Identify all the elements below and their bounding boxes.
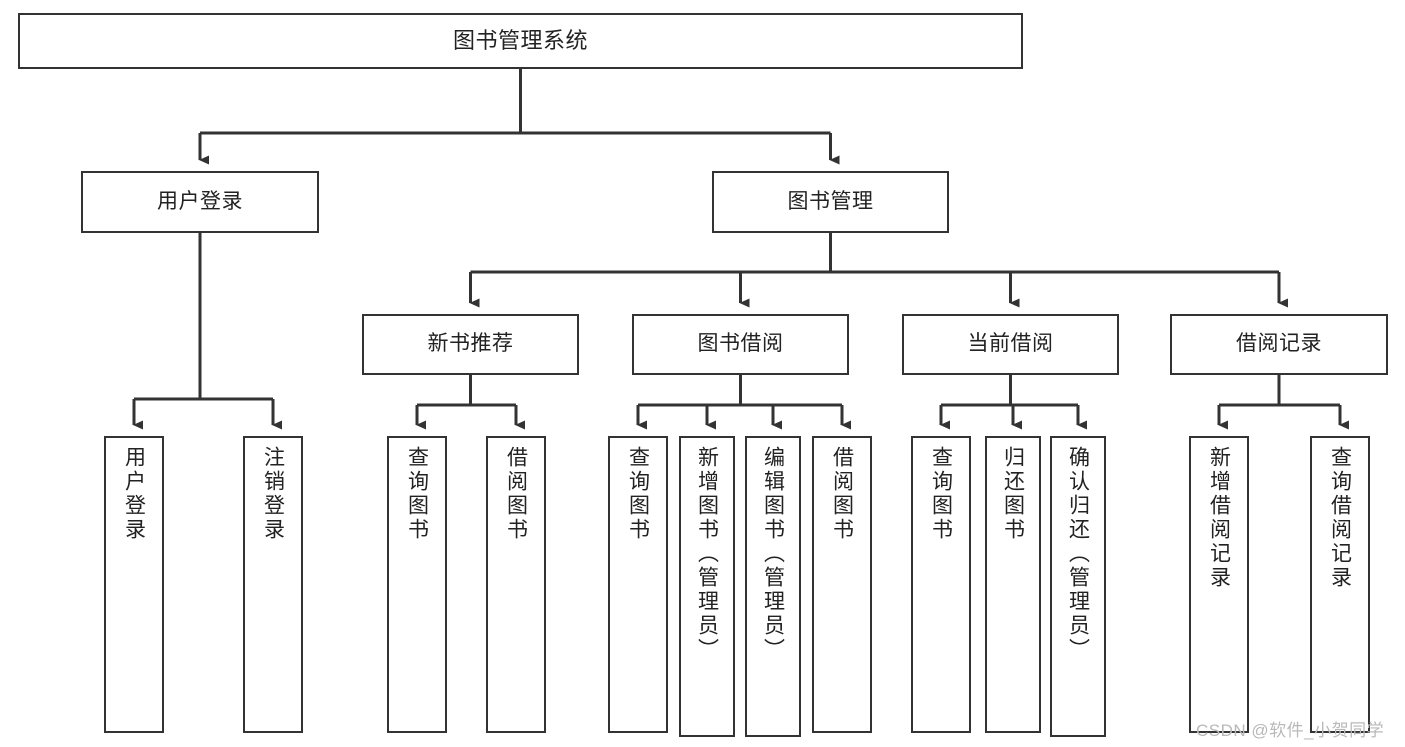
- node-leaf-0-label: 用户登录: [122, 446, 146, 542]
- node-level1-0-label: 用户登录: [157, 189, 243, 213]
- node-leaf-2-label: 查询图书: [405, 446, 429, 542]
- node-leaf-10-label: 确认归还（管理员）: [1066, 446, 1090, 662]
- node-leaf-5[interactable]: 新增图书（管理员）: [679, 436, 735, 737]
- node-level2-3-label: 借阅记录: [1236, 332, 1322, 356]
- node-leaf-1-label: 注销登录: [261, 446, 285, 542]
- node-leaf-8[interactable]: 查询图书: [911, 436, 971, 733]
- node-leaf-6-label: 编辑图书（管理员）: [761, 446, 785, 662]
- node-leaf-2[interactable]: 查询图书: [387, 436, 447, 733]
- csdn-watermark: CSDN @软件_小贺同学: [1196, 721, 1385, 740]
- node-leaf-4[interactable]: 查询图书: [608, 436, 668, 733]
- node-level1-0[interactable]: 用户登录: [81, 171, 319, 233]
- node-level2-2-label: 当前借阅: [967, 332, 1054, 356]
- node-leaf-6[interactable]: 编辑图书（管理员）: [745, 436, 801, 737]
- node-leaf-4-label: 查询图书: [626, 446, 650, 542]
- node-level2-2[interactable]: 当前借阅: [902, 314, 1119, 375]
- node-level1-1[interactable]: 图书管理: [712, 171, 949, 233]
- node-leaf-7[interactable]: 借阅图书: [812, 436, 872, 733]
- node-level2-1[interactable]: 图书借阅: [632, 314, 849, 375]
- node-leaf-9-label: 归还图书: [1001, 446, 1025, 542]
- node-level2-0-label: 新书推荐: [427, 332, 514, 356]
- node-leaf-12-label: 查询借阅记录: [1328, 446, 1352, 590]
- node-leaf-7-label: 借阅图书: [830, 446, 854, 542]
- node-leaf-11-label: 新增借阅记录: [1207, 446, 1231, 590]
- node-leaf-5-label: 新增图书（管理员）: [695, 446, 719, 662]
- node-level2-3[interactable]: 借阅记录: [1170, 314, 1388, 375]
- node-leaf-1[interactable]: 注销登录: [243, 436, 303, 733]
- node-root-label: 图书管理系统: [452, 28, 588, 54]
- node-leaf-3-label: 借阅图书: [504, 446, 528, 542]
- node-leaf-9[interactable]: 归还图书: [985, 436, 1041, 733]
- node-leaf-11[interactable]: 新增借阅记录: [1189, 436, 1249, 733]
- node-leaf-12[interactable]: 查询借阅记录: [1310, 436, 1370, 733]
- node-level2-0[interactable]: 新书推荐: [362, 314, 579, 375]
- node-leaf-8-label: 查询图书: [929, 446, 953, 542]
- node-level2-1-label: 图书借阅: [697, 332, 784, 356]
- node-leaf-0[interactable]: 用户登录: [104, 436, 164, 733]
- node-leaf-3[interactable]: 借阅图书: [486, 436, 546, 733]
- node-root[interactable]: 图书管理系统: [18, 13, 1023, 69]
- node-leaf-10[interactable]: 确认归还（管理员）: [1050, 436, 1106, 737]
- node-level1-1-label: 图书管理: [787, 189, 874, 213]
